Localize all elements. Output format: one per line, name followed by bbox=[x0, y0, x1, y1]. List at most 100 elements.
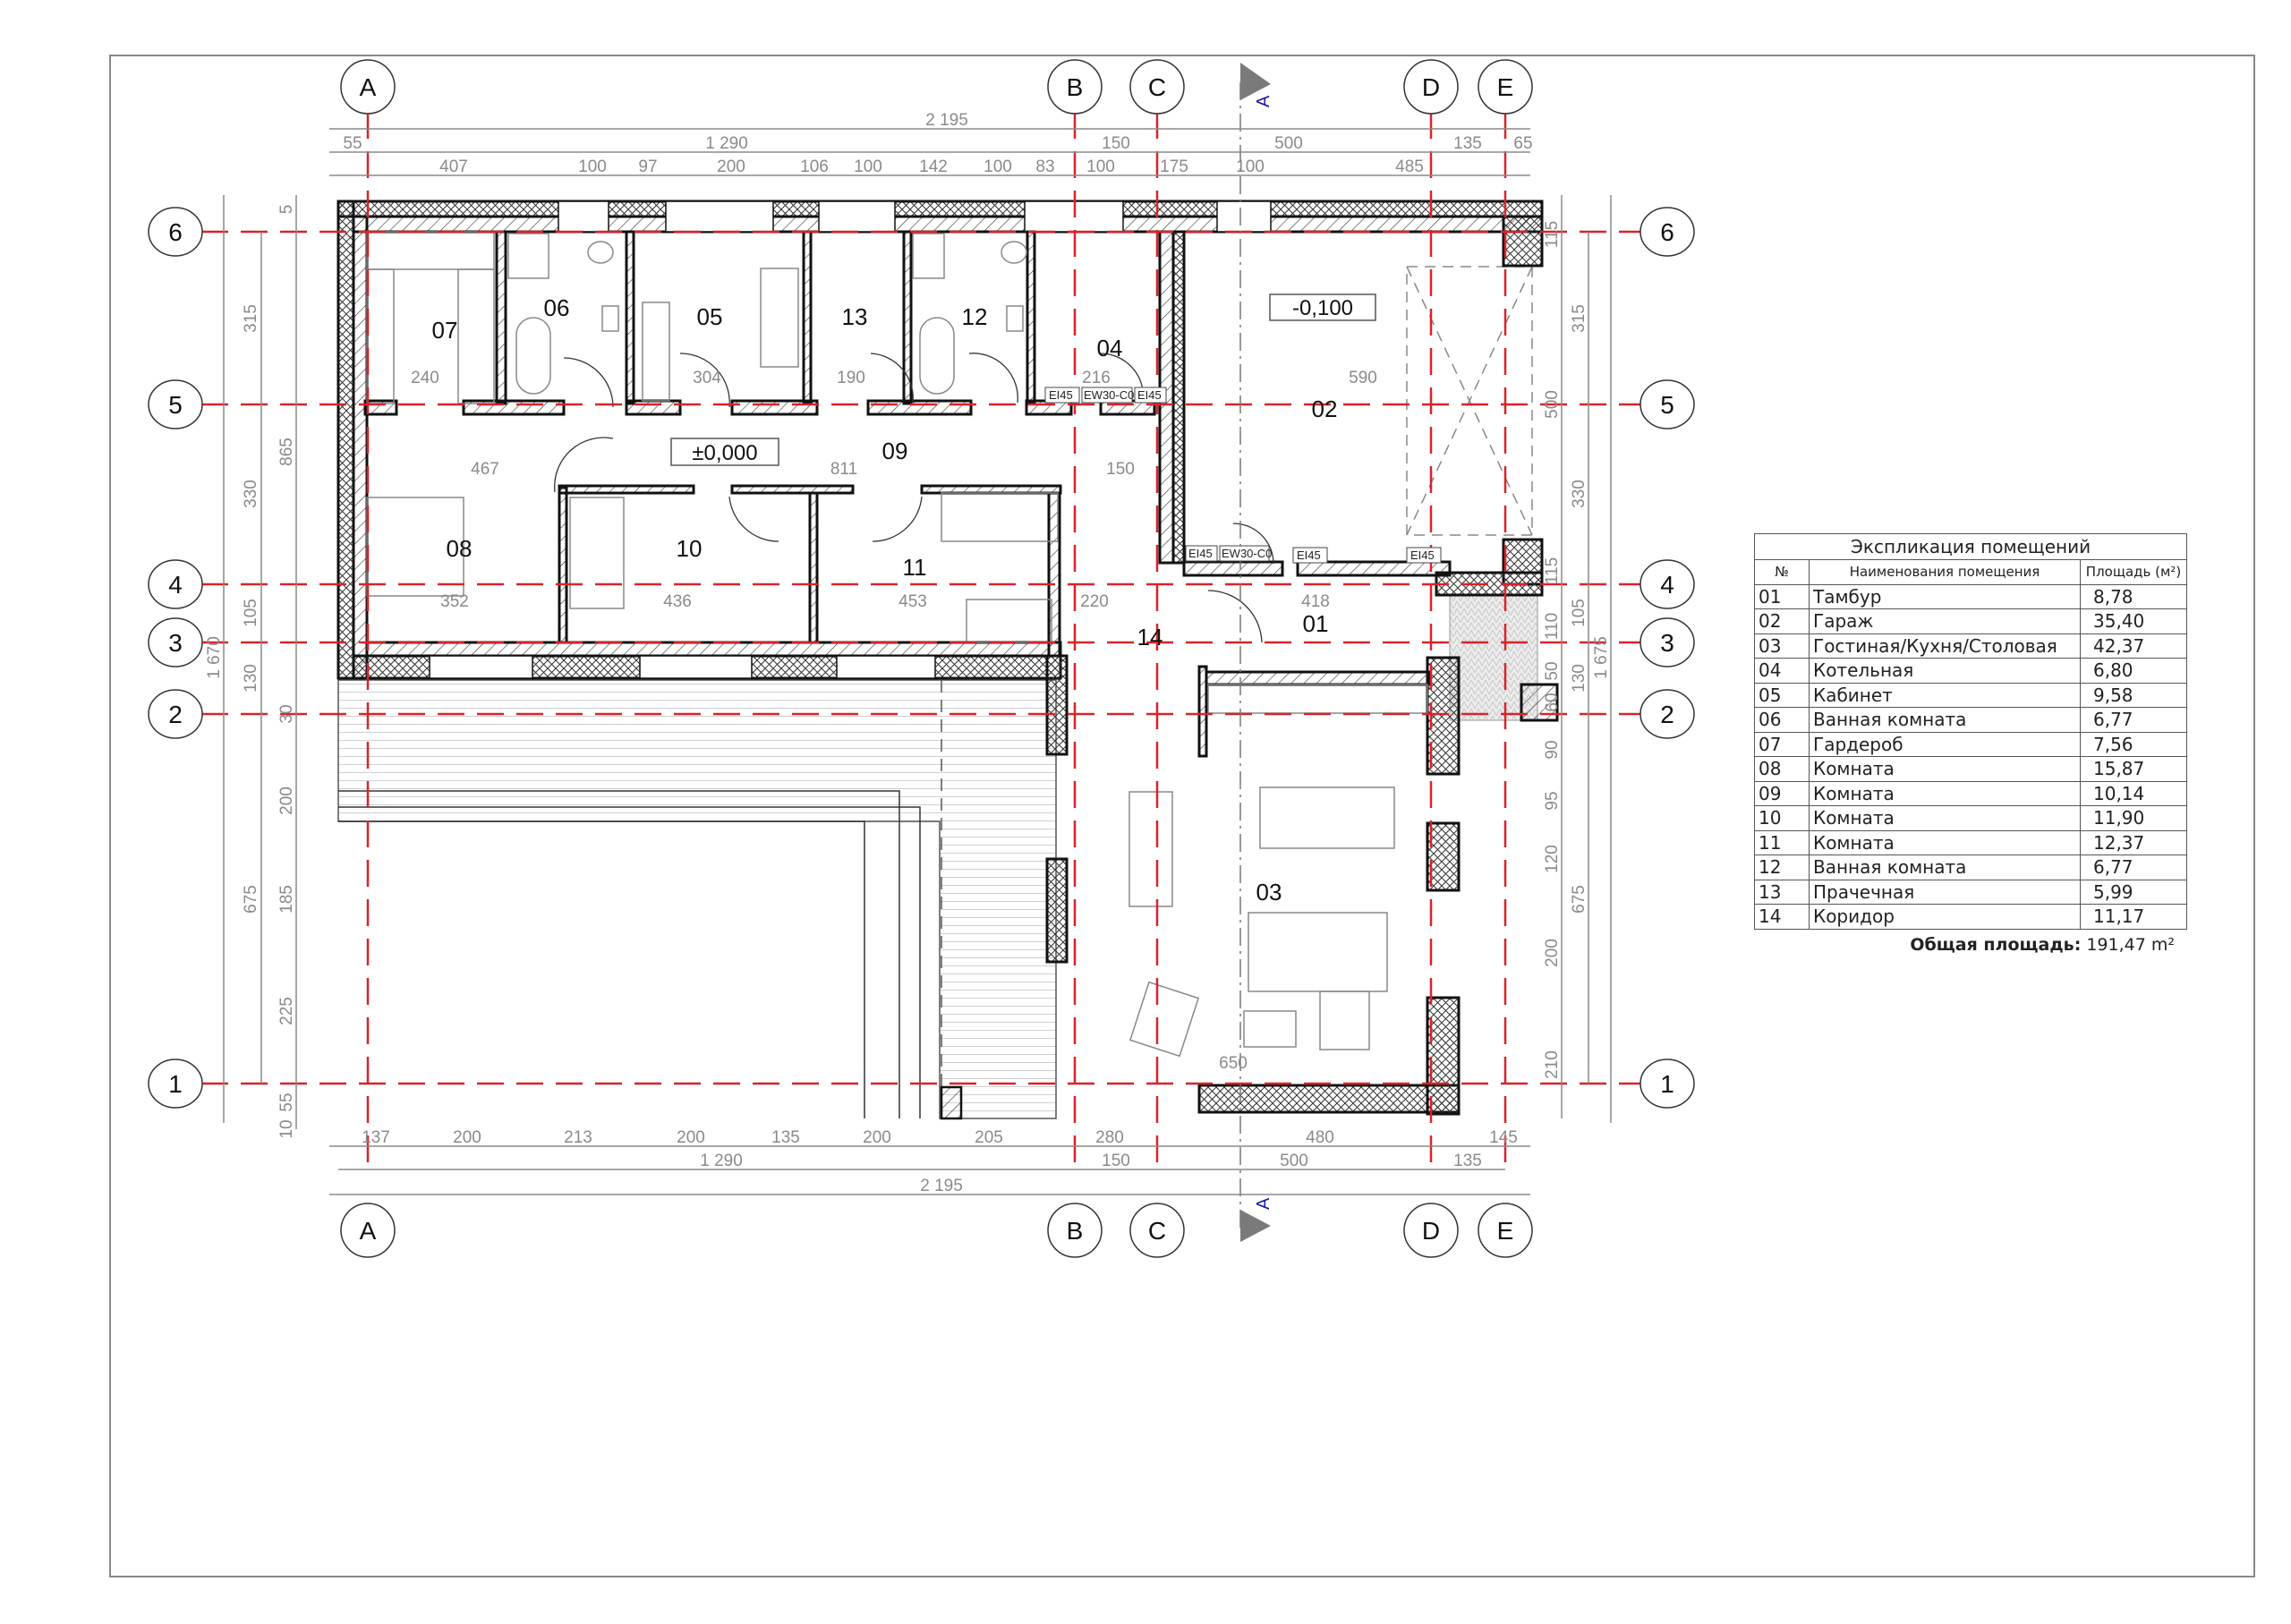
terrace bbox=[337, 679, 1057, 1120]
furniture bbox=[366, 231, 1428, 1058]
dim-right-out-6: 90 bbox=[1543, 740, 1562, 759]
cell-no: 07 bbox=[1754, 731, 1810, 757]
cell-area: 15,87 bbox=[2080, 756, 2187, 782]
cell-name: Ванная комната bbox=[1809, 855, 2081, 880]
axis-label-bottom-e: E bbox=[1497, 1217, 1514, 1245]
room-label-11: 11 bbox=[903, 554, 927, 581]
dim-right-out-5: 60 bbox=[1543, 693, 1562, 711]
cell-no: 06 bbox=[1754, 707, 1810, 733]
level-tag-main: ±0,000 bbox=[670, 438, 779, 466]
header-area: Площадь (м²) bbox=[2080, 559, 2187, 585]
cell-name: Тамбур bbox=[1809, 583, 2081, 609]
room-label-08: 08 bbox=[447, 535, 473, 562]
axis-label-left-6: 6 bbox=[168, 218, 183, 246]
level-tag-garage: -0,100 bbox=[1269, 293, 1376, 321]
dim-top-r3-4: 106 bbox=[800, 157, 829, 176]
axis-label-top-c: C bbox=[1148, 73, 1166, 101]
room-label-07: 07 bbox=[432, 317, 458, 344]
svg-text:EW30-C0: EW30-C0 bbox=[1222, 547, 1272, 560]
dim-right-out-4: 50 bbox=[1543, 661, 1562, 680]
room-label-14: 14 bbox=[1137, 624, 1163, 650]
page-frame bbox=[109, 55, 2255, 1577]
interior-dim: 418 bbox=[1301, 592, 1330, 611]
dim-left-ax-2: 105 bbox=[242, 599, 260, 627]
cell-no: 11 bbox=[1754, 829, 1810, 855]
dim-top-r3-6: 142 bbox=[919, 157, 948, 176]
cell-name: Гардероб bbox=[1809, 731, 2081, 757]
dim-bottom-r1-6: 205 bbox=[975, 1128, 1003, 1147]
cell-area: 7,56 bbox=[2080, 731, 2187, 757]
dim-bottom-r2-2: 500 bbox=[1280, 1152, 1308, 1170]
cell-no: 09 bbox=[1754, 780, 1810, 806]
dim-top-r3-5: 100 bbox=[854, 157, 882, 176]
dim-right-out-8: 120 bbox=[1543, 845, 1562, 873]
axis-label-bottom-a: A bbox=[360, 1217, 377, 1245]
section-marker-bottom: A bbox=[1240, 1197, 1273, 1242]
cell-area: 11,90 bbox=[2080, 805, 2187, 831]
axis-label-left-2: 2 bbox=[168, 701, 183, 728]
total-area: Общая площадь: 191,47 m² bbox=[1754, 935, 2187, 955]
room-schedule-title: Экспликация помещений bbox=[1754, 533, 2187, 559]
cell-name: Комната bbox=[1809, 805, 2081, 831]
dim-top-r3-1: 100 bbox=[578, 157, 607, 176]
axis-label-top-b: B bbox=[1067, 73, 1084, 101]
svg-text:EI45: EI45 bbox=[1188, 547, 1213, 560]
axis-label-left-1: 1 bbox=[168, 1070, 183, 1098]
dim-right-out-0: 115 bbox=[1543, 221, 1562, 248]
cell-name: Комната bbox=[1809, 756, 2081, 782]
cell-name: Комната bbox=[1809, 829, 2081, 855]
dim-bottom-overall: 2 195 bbox=[920, 1177, 963, 1195]
cell-area: 35,40 bbox=[2080, 608, 2187, 634]
cell-no: 08 bbox=[1754, 756, 1810, 782]
room-label-10: 10 bbox=[677, 535, 703, 562]
cell-area: 42,37 bbox=[2080, 633, 2187, 659]
dim-top-r2-5: 65 bbox=[1513, 134, 1532, 153]
dim-top-r3-10: 175 bbox=[1160, 157, 1188, 176]
interior-dim: 352 bbox=[440, 592, 469, 611]
dim-top-r3-12: 485 bbox=[1395, 157, 1424, 176]
dimension-lines bbox=[223, 128, 1612, 1195]
cell-no: 12 bbox=[1754, 855, 1810, 880]
dim-right-out-7: 95 bbox=[1543, 791, 1562, 810]
svg-text:A: A bbox=[1254, 1197, 1273, 1210]
axis-bubbles-right bbox=[1639, 207, 1695, 1109]
cell-area: 5,99 bbox=[2080, 879, 2187, 905]
interior-dim: 150 bbox=[1106, 460, 1135, 479]
dim-right-out-10: 210 bbox=[1543, 1050, 1562, 1079]
fire-rating-tags: EI45 EW30-C0 EI45 EI45 EW30-C0 EI45 EI45 bbox=[1044, 387, 1442, 564]
cell-no: 13 bbox=[1754, 879, 1810, 905]
dim-top-r2-0: 55 bbox=[343, 134, 362, 153]
dim-right-ax-1: 330 bbox=[1570, 480, 1588, 508]
axis-label-top-e: E bbox=[1497, 73, 1514, 101]
dim-bottom-r2-0: 1 290 bbox=[700, 1152, 743, 1170]
axis-label-top-d: D bbox=[1422, 73, 1440, 101]
axis-label-right-1: 1 bbox=[1660, 1070, 1674, 1098]
room-label-13: 13 bbox=[842, 303, 868, 330]
axis-bubbles-left bbox=[148, 207, 203, 1109]
dim-left-overall: 1 670 bbox=[205, 636, 224, 679]
axis-label-right-2: 2 bbox=[1660, 701, 1674, 728]
cell-name: Прачечная bbox=[1809, 879, 2081, 905]
dim-left-out-8: 10 bbox=[277, 1119, 296, 1138]
cell-name: Ванная комната bbox=[1809, 707, 2081, 733]
header-name: Наименования помещения bbox=[1809, 559, 2081, 585]
axis-bubbles-bottom bbox=[340, 1203, 1533, 1258]
room-label-12: 12 bbox=[962, 303, 988, 330]
axis-label-right-4: 4 bbox=[1660, 571, 1674, 599]
axis-label-bottom-d: D bbox=[1422, 1217, 1440, 1245]
cell-name: Кабинет bbox=[1809, 682, 2081, 708]
svg-text:EI45: EI45 bbox=[1410, 548, 1435, 562]
dim-bottom-r1-4: 135 bbox=[771, 1128, 800, 1147]
svg-text:A: A bbox=[1254, 95, 1273, 107]
dim-left-out-0: 5 bbox=[277, 205, 296, 215]
dim-top-r3-2: 97 bbox=[638, 157, 657, 176]
axis-label-left-3: 3 bbox=[168, 629, 183, 657]
axis-gridlines bbox=[201, 112, 1660, 1163]
dim-right-out-1: 500 bbox=[1543, 390, 1562, 419]
dim-right-ax-4: 675 bbox=[1570, 885, 1588, 914]
